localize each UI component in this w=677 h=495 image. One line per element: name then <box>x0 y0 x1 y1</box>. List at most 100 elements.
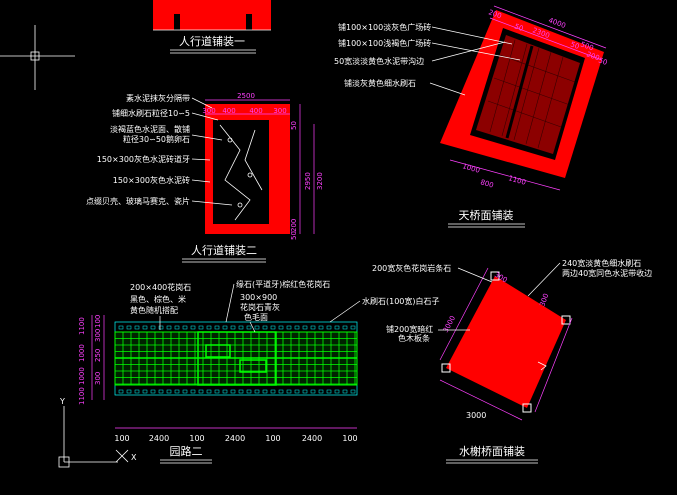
sidewalk1-drawing[interactable]: 人行道铺装一 <box>153 0 271 54</box>
road-edge-stone <box>246 325 252 330</box>
road-edge-stone <box>278 389 284 394</box>
road-dim-l3: 300 <box>94 329 102 342</box>
road-edge-stone <box>270 389 276 394</box>
road-edge-stone <box>238 389 244 394</box>
road-note-8: 水刷石(100宽)白石子 <box>362 296 440 306</box>
bridge-drawing[interactable]: 4000 200 50 2300 50 500 200 50 1000 1100… <box>334 5 608 228</box>
road-dim-b1: 100 <box>114 434 129 443</box>
sw2-note-1: 素水泥抹灰分隔带 <box>126 93 190 103</box>
road-edge-stone <box>334 325 340 330</box>
bridge-note-3: 50宽淡淡黄色水泥带沟边 <box>334 56 424 66</box>
sw2-dim-r3: 2950 <box>304 172 312 190</box>
road-edge-stone <box>254 389 260 394</box>
pav-note-3: 两边40宽同色水泥带收边 <box>562 268 652 278</box>
sw2-dim-r2: 3200 <box>316 172 324 190</box>
road-edge-stone <box>294 389 300 394</box>
road-edge-stone <box>158 389 164 394</box>
road-dim-b2: 2400 <box>149 434 169 443</box>
sw2-note-2: 铺细水刷石粒径10∽5 <box>112 108 190 118</box>
road-edge-stone <box>182 389 188 394</box>
sw2-dim-total: 2500 <box>237 92 255 100</box>
road-edge-stone <box>222 389 228 394</box>
sw2-dim-c: 400 <box>249 107 262 115</box>
road-edge-stone <box>134 389 140 394</box>
road-dim-b6: 2400 <box>302 434 322 443</box>
road-dim-l4: 1000 <box>78 344 86 362</box>
ucs-x-label: X <box>131 453 137 462</box>
road-dim-b4: 2400 <box>225 434 245 443</box>
road-edge-stone <box>182 325 188 330</box>
road-edge-stone <box>302 325 308 330</box>
road-edge-stone <box>198 325 204 330</box>
road-edge-stone <box>222 325 228 330</box>
road-edge-stone <box>174 325 180 330</box>
bridge-dim-2: 50 <box>513 22 524 33</box>
sw2-note-6: 150×300灰色水泥砖 <box>113 175 190 185</box>
sw2-dim-r5: 50 <box>290 231 298 240</box>
road-edge-stone <box>238 325 244 330</box>
road-edge-stone <box>350 325 356 330</box>
road-dim-l7: 300 <box>94 372 102 385</box>
pav-note-4: 铺200宽暗红 <box>386 324 433 334</box>
bridge-note-1: 铺100×100淡灰色广场砖 <box>338 22 431 32</box>
road-drawing[interactable]: 1100 100 300 1000 250 1000 300 1100 100 … <box>78 279 440 464</box>
sw2-dim-b: 400 <box>222 107 235 115</box>
bridge-note-2: 铺100×100浅褐色广场砖 <box>338 38 431 48</box>
pav-dim-4: 300 <box>538 292 550 307</box>
sidewalk2-title: 人行道铺装二 <box>191 243 257 257</box>
road-edge-stone <box>318 325 324 330</box>
road-edge-stone <box>342 389 348 394</box>
pavilion-title: 水榭桥面铺装 <box>459 444 525 458</box>
road-edge-stone <box>126 325 132 330</box>
road-dim-l1: 1100 <box>78 317 86 335</box>
road-edge-stone <box>190 389 196 394</box>
road-edge-stone <box>318 389 324 394</box>
road-edge-stone <box>214 325 220 330</box>
road-dim-b3: 100 <box>189 434 204 443</box>
road-note-7: 色毛面 <box>244 312 268 322</box>
road-dim-l2: 100 <box>94 315 102 328</box>
bridge-title: 天桥面铺装 <box>459 209 514 222</box>
sw2-dim-d: 300 <box>273 107 286 115</box>
road-edge-stone <box>118 325 124 330</box>
road-edge-stone <box>230 389 236 394</box>
bridge-dim-7: 50 <box>597 56 608 67</box>
road-edge-stone <box>326 325 332 330</box>
road-note-6: 花岗石青灰 <box>240 302 280 312</box>
road-edge-stone <box>150 389 156 394</box>
bridge-dim-b3: 800 <box>479 178 494 189</box>
pav-note-2: 240宽淡黄色细水刷石 <box>562 258 641 268</box>
road-edge-stone <box>158 325 164 330</box>
sidewalk1-title: 人行道铺装一 <box>179 34 245 48</box>
sidewalk2-drawing[interactable]: 2500 300 400 400 300 50 3200 2950 200 50… <box>86 92 324 263</box>
road-edge-stone <box>166 389 172 394</box>
road-edge-stone <box>278 325 284 330</box>
road-note-1: 200×400花岗石 <box>130 282 191 292</box>
road-edge-stone <box>142 389 148 394</box>
bridge-dim-total: 4000 <box>547 16 566 30</box>
road-edge-stone <box>142 325 148 330</box>
bridge-note-4: 铺淡灰黄色细水刷石 <box>344 78 416 88</box>
road-note-2: 黑色、棕色、米 <box>130 294 186 304</box>
road-edge-stone <box>294 325 300 330</box>
road-edge-stone <box>286 325 292 330</box>
pav-dim-3: 3000 <box>466 411 486 420</box>
road-edge-stone <box>174 389 180 394</box>
road-edge-stone <box>254 325 260 330</box>
road-edge-stone <box>198 389 204 394</box>
bridge-dim-1: 200 <box>487 8 502 20</box>
road-dim-b7: 100 <box>342 434 357 443</box>
road-edge-stone <box>342 325 348 330</box>
road-edge-stone <box>334 389 340 394</box>
road-edge-stone <box>310 325 316 330</box>
road-edge-stone <box>230 325 236 330</box>
pavilion-drawing[interactable]: 300 3000 3000 300 200宽灰色花岗岩条石 240宽淡黄色细水刷… <box>372 258 652 464</box>
road-edge-stone <box>262 389 268 394</box>
road-dim-l5: 250 <box>94 349 102 362</box>
road-note-3: 黄色随机搭配 <box>130 305 178 315</box>
pav-note-1: 200宽灰色花岗岩条石 <box>372 263 451 273</box>
road-note-5: 300×900 <box>240 293 277 302</box>
road-title: 园路二 <box>170 445 203 458</box>
road-dim-l8: 1100 <box>78 387 86 405</box>
